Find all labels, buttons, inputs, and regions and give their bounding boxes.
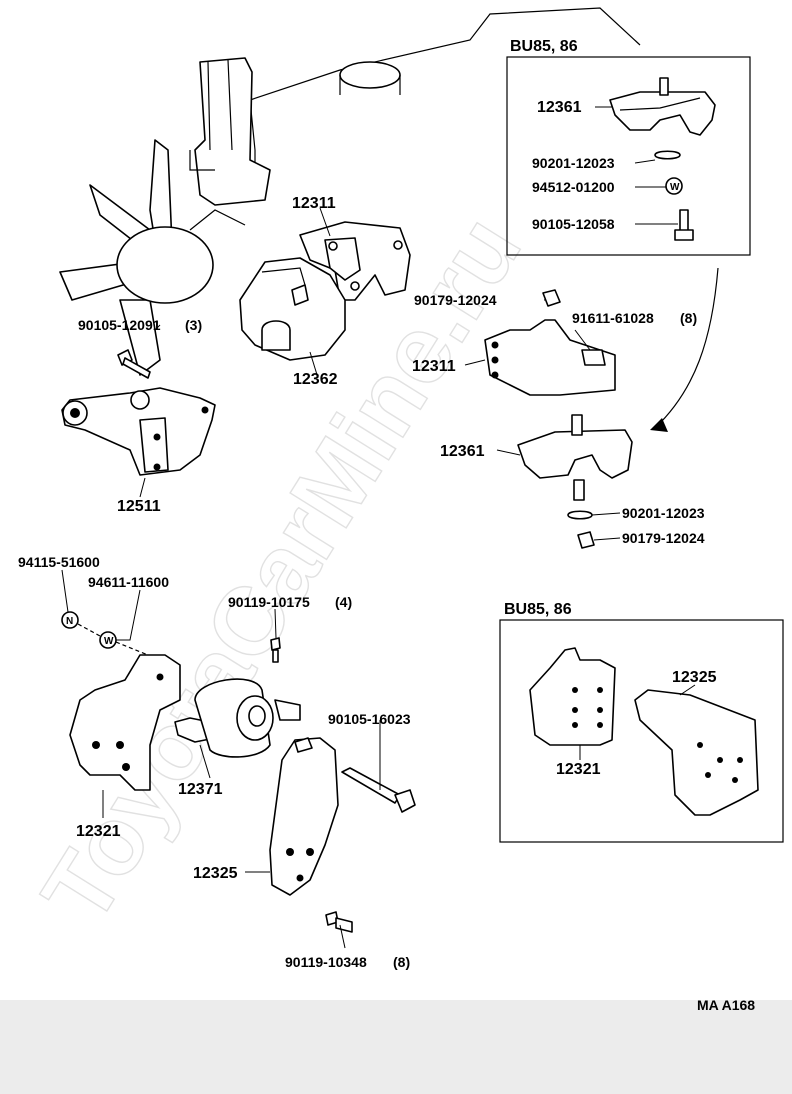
label-12371: 12371 [178,781,223,798]
part-labels: 12311 12362 90105-12091 (3) 12511 BU85, … [18,38,717,970]
cooling-fan [59,139,246,376]
label-90119-10348: 90119-10348 [285,954,367,970]
label-90105-12091-qty: (3) [185,317,202,333]
label-90179-12024-mid: 90179-12024 [622,530,705,546]
leader-lines [61,106,696,949]
footer-band [0,1000,792,1094]
transmission-mount-assembly: N W [61,611,416,933]
label-12321-right: 12321 [556,761,601,778]
label-90105-16023: 90105-16023 [328,711,411,727]
variant-box-top: W [506,56,751,256]
engine-mount-assembly-top [239,221,411,361]
label-12311-mid: 12311 [412,358,456,375]
nut-symbol: N [66,616,73,627]
label-12361-mid: 12361 [440,443,485,460]
engine-mount-bracket-12511 [61,349,216,476]
label-12325-left: 12325 [193,865,238,882]
label-12511: 12511 [117,498,161,515]
label-90119-10175-qty: (4) [335,594,352,610]
label-12311-top: 12311 [292,195,336,212]
figure-code-layer: MA A168 [697,997,755,1013]
parts-diagram: ToyotaCarMine.ru [18,7,784,970]
label-12362: 12362 [293,371,338,388]
label-12321-left: 12321 [76,823,121,840]
label-variant-bottom: BU85, 86 [504,601,572,618]
label-90119-10348-qty: (8) [393,954,410,970]
label-90119-10175: 90119-10175 [228,594,310,610]
label-91611-61028: 91611-61028 [572,310,654,326]
engine-outline [189,7,641,206]
label-90105-12058: 90105-12058 [532,216,615,232]
label-94512-01200: 94512-01200 [532,179,615,195]
washer-symbol-2: W [104,636,114,647]
label-90179-12024-top: 90179-12024 [414,292,497,308]
label-94115-51600: 94115-51600 [18,554,100,570]
label-94611-11600: 94611-11600 [88,574,169,590]
variant-box-bottom [499,619,784,843]
label-12325-right: 12325 [672,669,717,686]
label-90201-12023-mid: 90201-12023 [622,505,705,521]
figure-code: MA A168 [697,997,755,1013]
engine-mount-assembly-right [484,267,719,549]
label-12361-top: 12361 [537,99,582,116]
label-91611-61028-qty: (8) [680,310,697,326]
label-90105-12091: 90105-12091 [78,317,161,333]
label-90201-12023-top: 90201-12023 [532,155,615,171]
washer-symbol: W [670,182,680,193]
label-variant-top: BU85, 86 [510,38,578,55]
